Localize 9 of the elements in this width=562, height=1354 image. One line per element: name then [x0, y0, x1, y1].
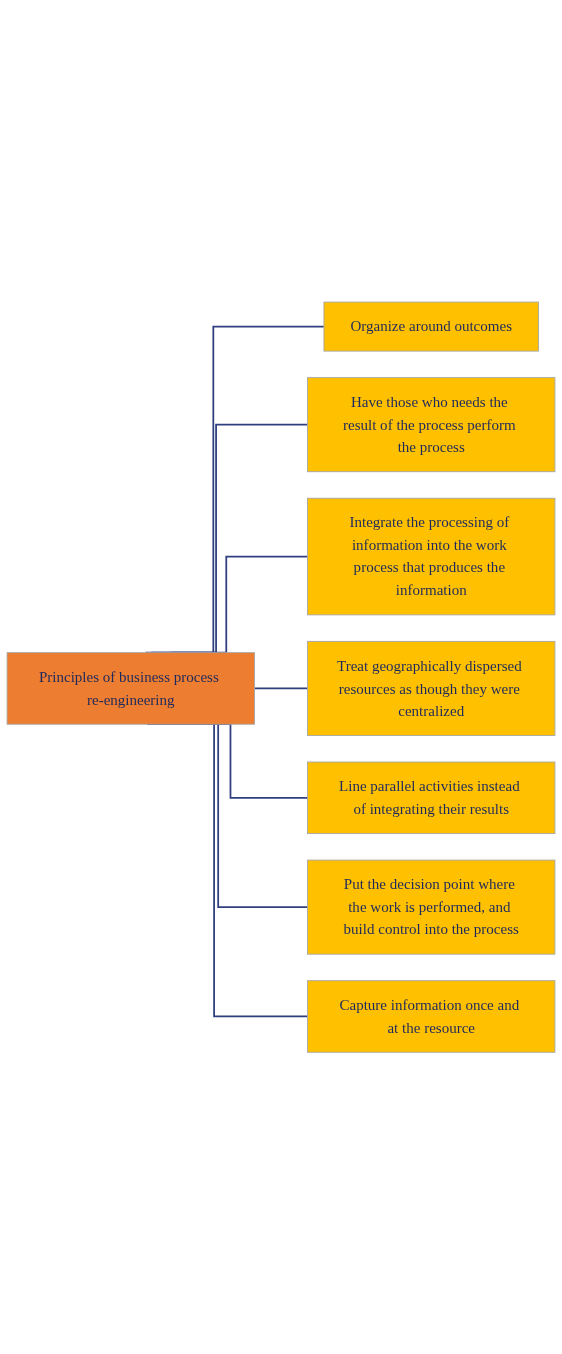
node-box: Treat geographically dispersed resources as though they were centralized [307, 640, 556, 736]
node-box: Integrate the processing of information into the work process that produces the information [307, 497, 556, 616]
node-box: Line parallel activities instead of integrating their results [307, 761, 556, 834]
connector [253, 687, 309, 690]
node-box: Organize around outcomes [323, 301, 539, 352]
node-box: Capture information once and at the resource [307, 980, 556, 1053]
node-box: Put the decision point where the work is performed, and build control into the process [307, 859, 556, 955]
node-box: Have those who needs the result of the process perform the process [307, 377, 556, 472]
node-box: Principles of business process re-engineering [6, 652, 255, 725]
